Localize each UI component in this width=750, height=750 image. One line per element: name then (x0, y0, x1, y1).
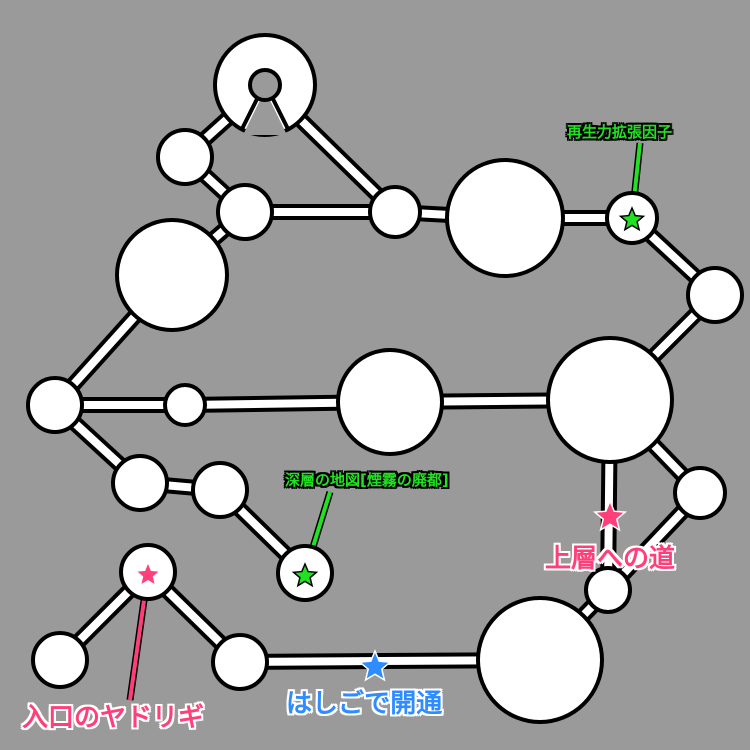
ring-hole (248, 68, 282, 102)
item-star-icon (291, 562, 319, 588)
room-node[interactable] (163, 383, 207, 427)
upper-path-star-icon (592, 499, 628, 532)
room-node[interactable] (476, 596, 604, 724)
room-node[interactable] (31, 631, 89, 689)
ring-gap (243, 90, 287, 135)
label-regen-factor: 再生力拡張因子 (567, 123, 673, 141)
room-node[interactable] (673, 466, 727, 520)
ring-gap-edge (239, 98, 291, 132)
ladder-star-icon (357, 649, 393, 682)
room-node[interactable] (211, 633, 269, 691)
room-node[interactable] (546, 336, 674, 464)
label-deep-map: 深層の地図[煙霧の廃都] (285, 471, 449, 489)
item-star-icon (618, 206, 646, 232)
label-entrance: 入口のヤドリギ (22, 703, 205, 733)
room-node[interactable] (368, 185, 422, 239)
label-upper-path: 上層への道 (545, 544, 676, 574)
room-node[interactable] (336, 348, 444, 456)
room-node[interactable] (216, 183, 274, 241)
room-node[interactable] (191, 461, 249, 519)
room-node[interactable] (686, 266, 744, 324)
entrance-star-icon (133, 560, 163, 588)
room-node[interactable] (26, 376, 84, 434)
room-node[interactable] (111, 454, 169, 512)
room-node[interactable] (156, 128, 214, 186)
room-node[interactable] (115, 218, 229, 332)
label-ladder-open: はしごで開通 (286, 689, 443, 719)
room-node[interactable] (584, 566, 632, 614)
room-node[interactable] (445, 158, 565, 278)
